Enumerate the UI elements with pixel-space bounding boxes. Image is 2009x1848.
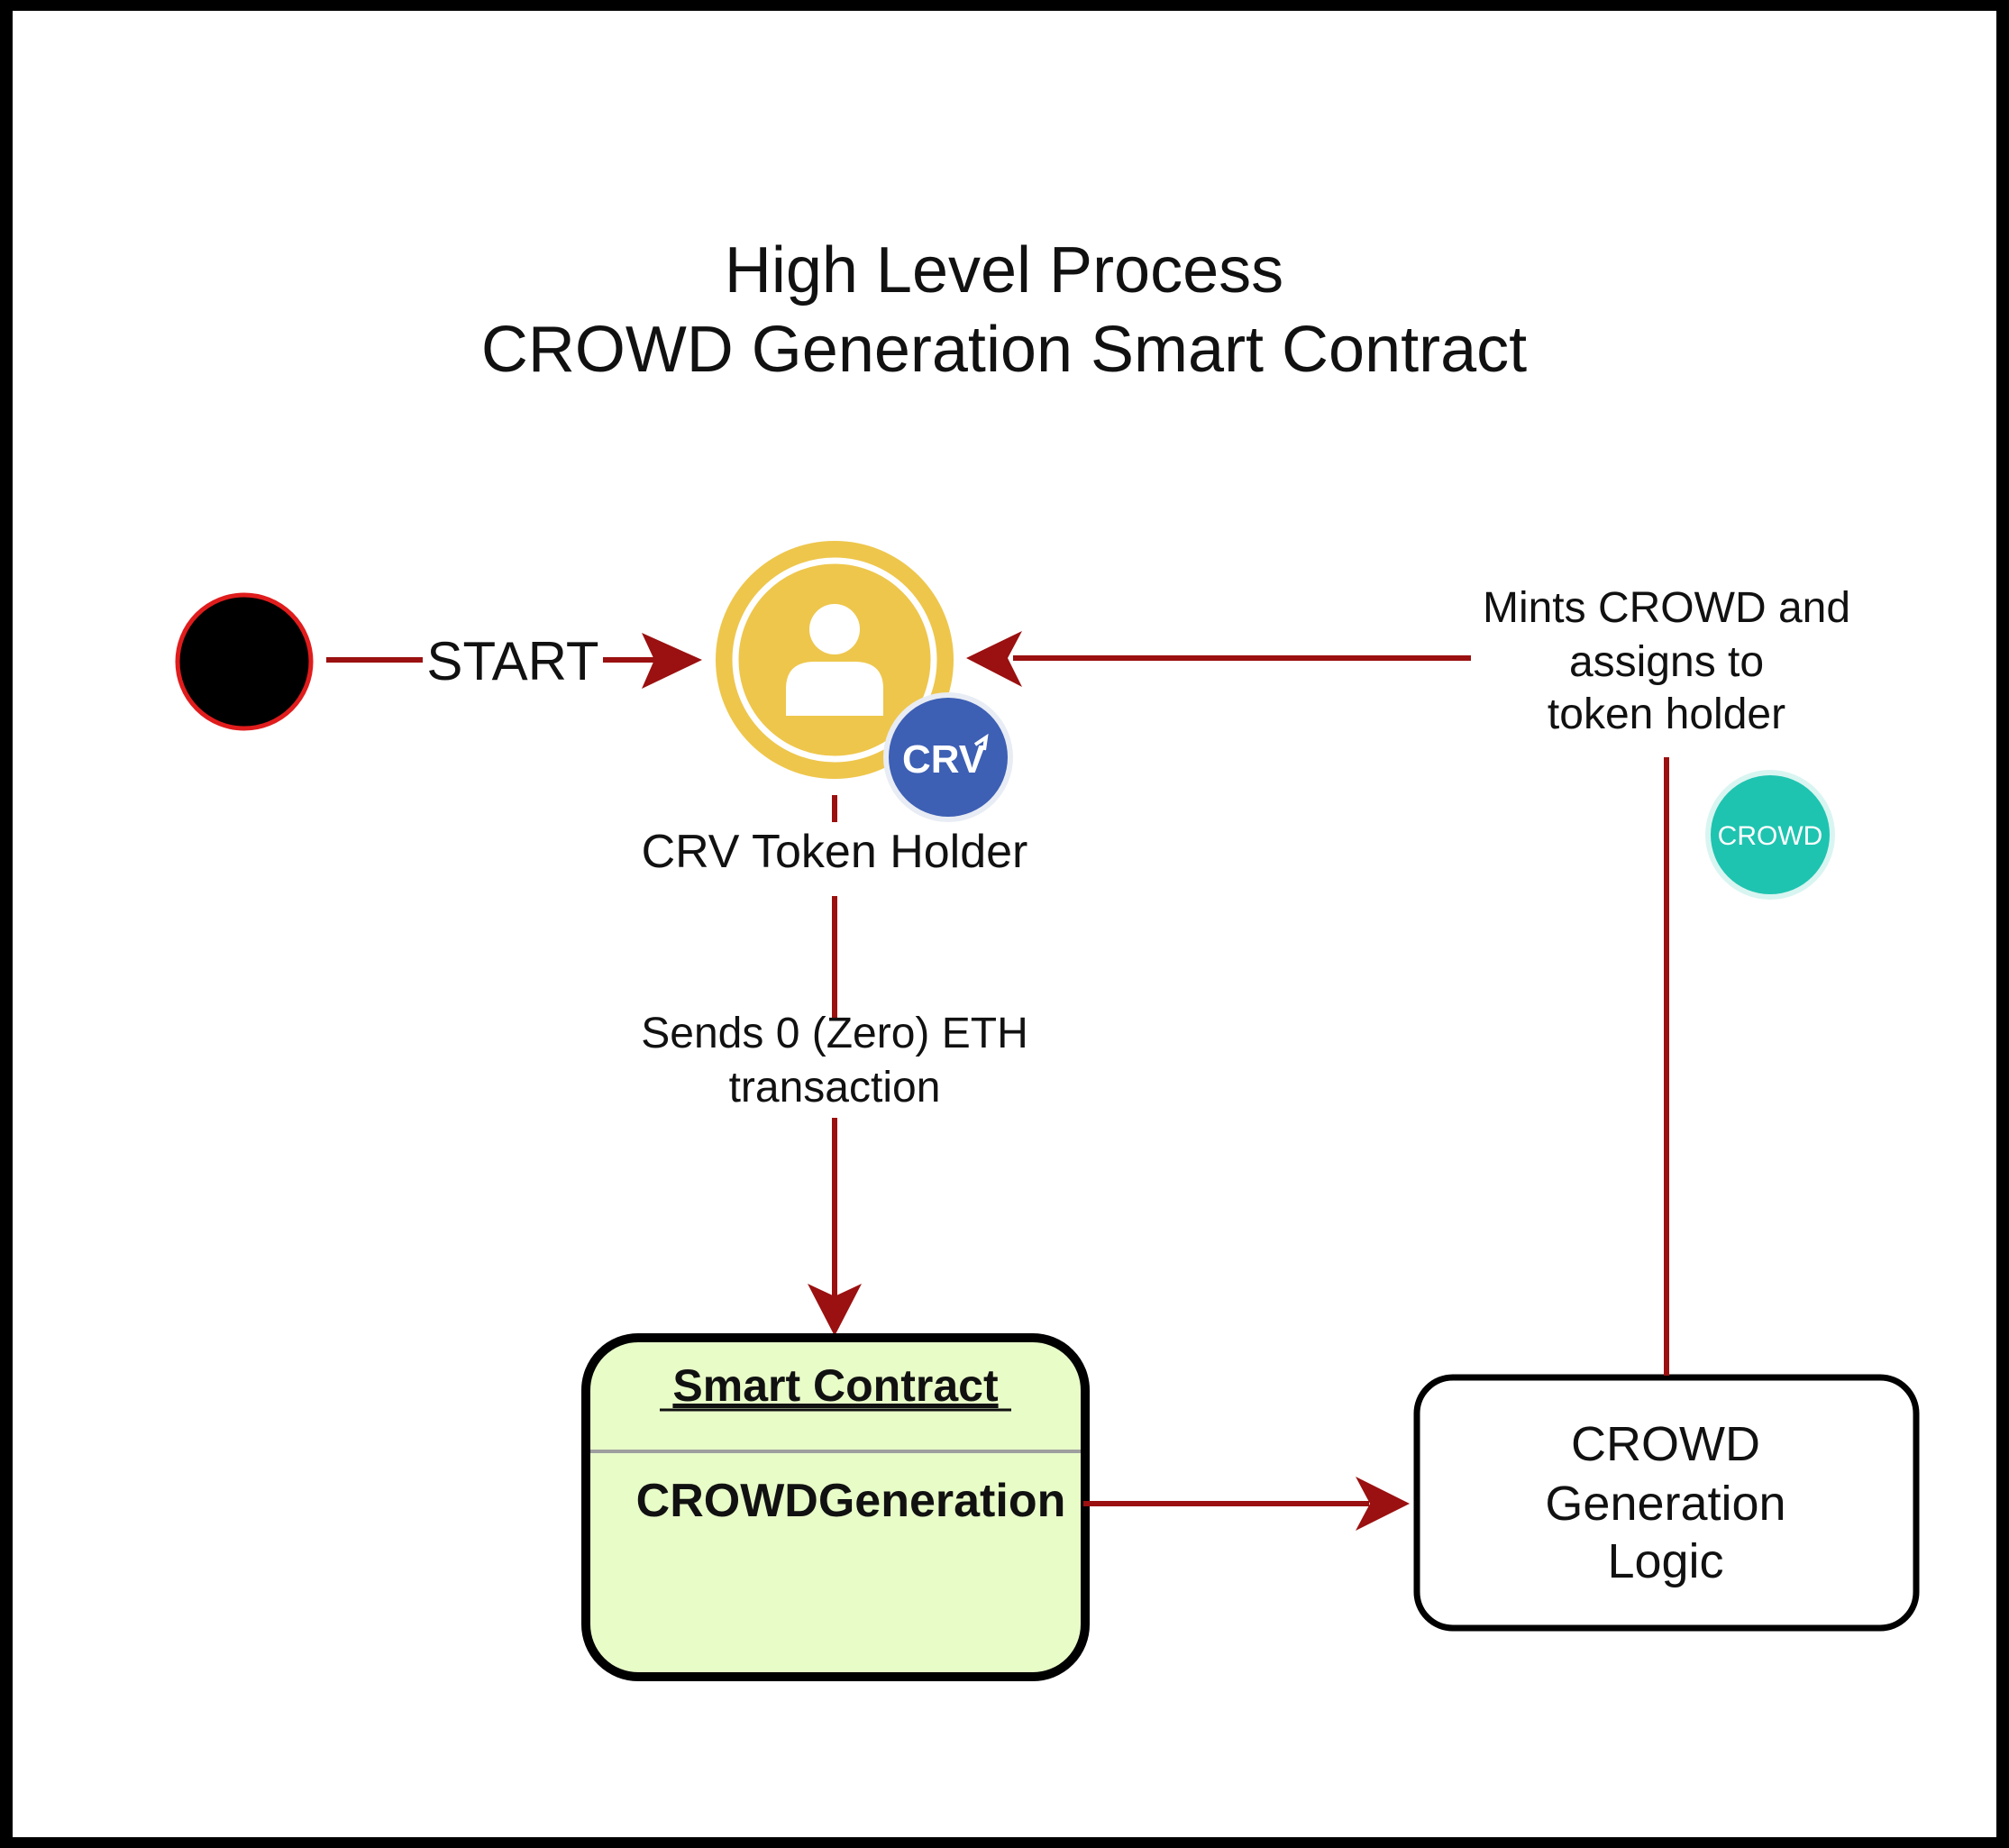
start-edge-label: START [426,631,598,691]
crv-logo: CRV [883,692,1013,822]
title-line-1: High Level Process [725,234,1283,306]
start-node [175,592,314,731]
mints-label-line-2: assigns to [1569,638,1764,686]
generation-edge [1083,1477,1410,1531]
sends-eth-label-line-2: transaction [729,1064,941,1112]
crowd-logo: CROWD [1705,770,1835,900]
start-edge [326,633,702,689]
smart-contract-node [581,1333,1090,1681]
mints-label-line-3: token holder [1548,691,1785,738]
crowd-badge-label: CROWD [1718,821,1823,851]
crowd-generation-logic-node [1413,1374,1920,1632]
token-holder-node [716,541,954,779]
diagram-canvas: High Level Process CROWD Generation Smar… [13,11,1996,1837]
title-line-2: CROWD Generation Smart Contract [481,314,1527,386]
crv-badge-label: CRV [902,737,986,782]
smart-contract-title: Smart Contract [672,1360,999,1411]
smart-contract-method: CROWDGeneration [636,1475,1066,1527]
mints-label-line-1: Mints CROWD and [1483,584,1850,632]
logic-label-line-2: Generation [1545,1477,1785,1531]
logic-label-line-1: CROWD [1571,1417,1760,1471]
token-holder-label: CRV Token Holder [642,826,1028,878]
process-diagram: High Level Process CROWD Generation Smar… [175,234,1920,1681]
logic-label-line-3: Logic [1607,1534,1723,1588]
mints-edge [966,631,1669,1376]
sends-eth-label-line-1: Sends 0 (Zero) ETH [641,1010,1027,1057]
sends-eth-edge [808,896,862,1336]
user-icon [786,604,883,716]
